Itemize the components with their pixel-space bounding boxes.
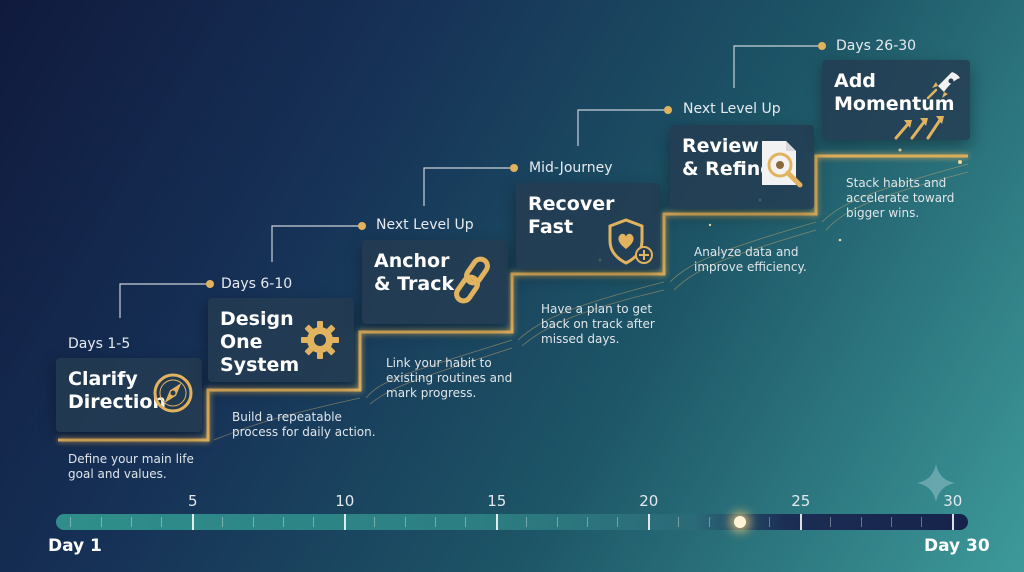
timeline-minor-tick (222, 517, 224, 527)
phase-label-6: Days 26-30 (836, 38, 917, 54)
timeline-minor-tick (830, 517, 832, 527)
phase-label-4: Mid-Journey (529, 160, 613, 176)
timeline-major-tick (951, 514, 954, 530)
timeline-minor-tick (313, 517, 315, 527)
compass-icon (153, 373, 193, 413)
heart-shield-icon (608, 218, 653, 265)
timeline-minor-tick (891, 517, 892, 527)
stage-description-2: Build a repeatable process for daily act… (232, 410, 376, 439)
stage-card-1: Clarify Direction (56, 358, 202, 432)
stage-description-5: Analyze data and improve efficiency. (694, 245, 807, 274)
light-trails (213, 163, 969, 441)
timeline-minor-tick (556, 517, 558, 527)
stage-title-5: Review & Refine (682, 135, 774, 180)
trend-arrows-icon (894, 116, 944, 140)
timeline-major-tick (343, 514, 346, 530)
timeline-bar (56, 514, 968, 530)
timeline-minor-tick (526, 517, 528, 527)
stage-description-6: Stack habits and accelerate toward bigge… (846, 176, 955, 220)
document-magnifier-icon (762, 141, 803, 188)
chain-link-icon (454, 256, 490, 304)
stage-card-6: Add Momentum (822, 60, 970, 140)
timeline-minor-tick (465, 517, 467, 527)
phase-label-1: Days 1-5 (68, 336, 131, 352)
timeline-major-tick (647, 514, 650, 530)
timeline-start-label: Day 1 (48, 536, 102, 556)
timeline-minor-tick (161, 517, 163, 527)
stage-title-4: Recover Fast (528, 193, 615, 238)
timeline-minor-tick (404, 517, 406, 527)
rocket-icon (926, 72, 960, 100)
stage-card-3: Anchor & Track (362, 240, 508, 324)
timeline-end-label: Day 30 (924, 536, 990, 556)
phase-label-5: Next Level Up (683, 101, 781, 117)
timeline-tick-label: 30 (943, 492, 963, 510)
timeline-minor-tick (283, 517, 284, 527)
timeline-minor-tick (100, 517, 102, 527)
stage-description-4: Have a plan to get back on track after m… (541, 302, 655, 346)
timeline-tick-label: 5 (188, 492, 198, 510)
timeline-tick-label: 25 (791, 492, 811, 510)
timeline-minor-tick (587, 517, 588, 527)
stage-card-2: Design One System (208, 298, 354, 382)
label-connectors (119, 45, 818, 318)
timeline-minor-tick (708, 517, 710, 527)
timeline-minor-tick (769, 517, 771, 527)
sparkle-icon (917, 464, 955, 502)
stage-title-6: Add Momentum (834, 70, 955, 115)
timeline-minor-tick (921, 517, 923, 527)
stage-title-2: Design One System (220, 308, 300, 376)
timeline-tick-label: 15 (487, 492, 507, 510)
timeline-major-tick (799, 514, 802, 530)
timeline-minor-tick (374, 517, 376, 527)
stage-title-1: Clarify Direction (68, 368, 166, 413)
timeline-tick-label: 10 (335, 492, 355, 510)
phase-label-3: Next Level Up (376, 217, 474, 233)
stage-description-1: Define your main life goal and values. (68, 452, 194, 481)
timeline-minor-tick (678, 517, 680, 527)
timeline-minor-tick (252, 517, 254, 527)
timeline-minor-tick (435, 517, 436, 527)
timeline-minor-tick (131, 517, 132, 527)
step-line (58, 154, 968, 442)
timeline-minor-tick (70, 517, 72, 527)
timeline-tick-label: 20 (639, 492, 659, 510)
stage-card-4: Recover Fast (516, 183, 660, 269)
stage-description-3: Link your habit to existing routines and… (386, 356, 513, 400)
connector-dots (206, 42, 826, 288)
phase-label-2: Days 6-10 (221, 276, 293, 292)
timeline-minor-tick (617, 517, 619, 527)
stage-card-5: Review & Refine (670, 125, 814, 209)
stage-title-3: Anchor & Track (374, 250, 455, 295)
timeline-major-tick (191, 514, 194, 530)
timeline-minor-tick (860, 517, 862, 527)
timeline-progress-marker (734, 516, 746, 528)
timeline-major-tick (495, 514, 498, 530)
gear-icon (301, 321, 339, 359)
